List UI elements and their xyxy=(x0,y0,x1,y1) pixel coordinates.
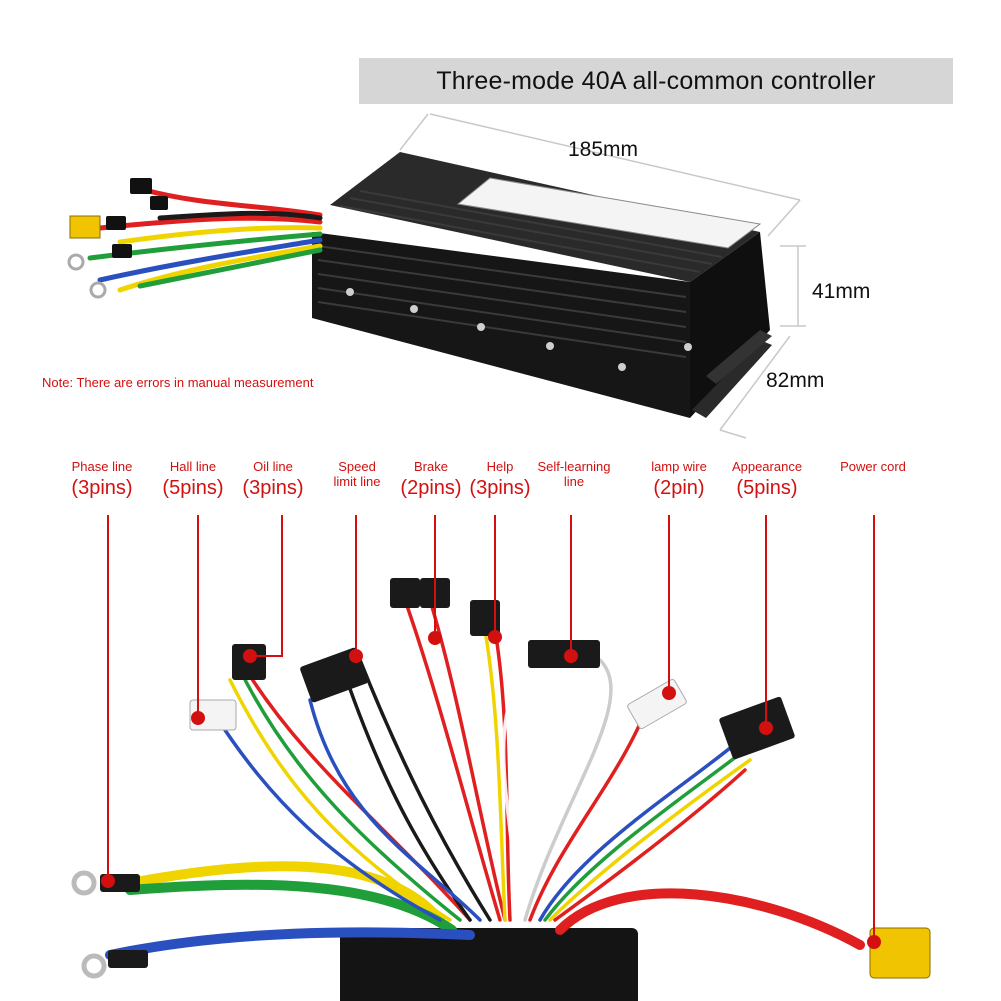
bottom-harness xyxy=(71,578,931,1001)
label-name: Phase line xyxy=(71,459,133,474)
label-help: Help (3pins) xyxy=(469,459,531,500)
label-name: Appearance xyxy=(731,459,803,474)
label-speed-limit-line: Speed limit line xyxy=(329,459,385,490)
label-oil-line: Oil line (3pins) xyxy=(242,459,304,500)
label-name: Help xyxy=(486,459,514,474)
label-phase-line: Phase line (3pins) xyxy=(71,459,133,500)
label-name: Self-learning line xyxy=(537,459,611,489)
dimension-height: 41mm xyxy=(812,280,871,303)
label-lamp-wire: lamp wire (2pin) xyxy=(651,459,707,500)
label-self-learning-line: Self-learning line xyxy=(532,459,616,490)
measurement-note: Note: There are errors in manual measure… xyxy=(42,375,314,390)
label-name: Power cord xyxy=(840,459,906,474)
label-pins: (3pins) xyxy=(71,476,133,499)
label-pins: (3pins) xyxy=(469,476,531,499)
dimension-width: 82mm xyxy=(766,369,825,392)
label-brake: Brake (2pins) xyxy=(400,459,462,500)
top-harness xyxy=(87,187,323,293)
label-pins: (5pins) xyxy=(736,476,798,499)
label-name: Speed limit line xyxy=(333,459,381,489)
label-hall-line: Hall line (5pins) xyxy=(162,459,224,500)
label-name: lamp wire xyxy=(651,459,707,474)
callout-lines xyxy=(101,515,881,949)
label-appearance: Appearance (5pins) xyxy=(731,459,803,500)
controller-top-view xyxy=(312,152,772,418)
dimension-lines xyxy=(399,113,806,439)
title-banner: Three-mode 40A all-common controller xyxy=(359,58,953,104)
label-pins: (2pin) xyxy=(653,476,705,499)
label-name: Oil line xyxy=(253,459,293,474)
label-pins: (3pins) xyxy=(242,476,304,499)
label-pins: (2pins) xyxy=(400,476,462,499)
page-title: Three-mode 40A all-common controller xyxy=(436,66,876,95)
label-name: Hall line xyxy=(169,459,217,474)
dimension-length: 185mm xyxy=(568,138,639,161)
label-power-cord: Power cord xyxy=(840,459,906,475)
label-pins: (5pins) xyxy=(162,476,224,499)
label-name: Brake xyxy=(414,459,448,474)
